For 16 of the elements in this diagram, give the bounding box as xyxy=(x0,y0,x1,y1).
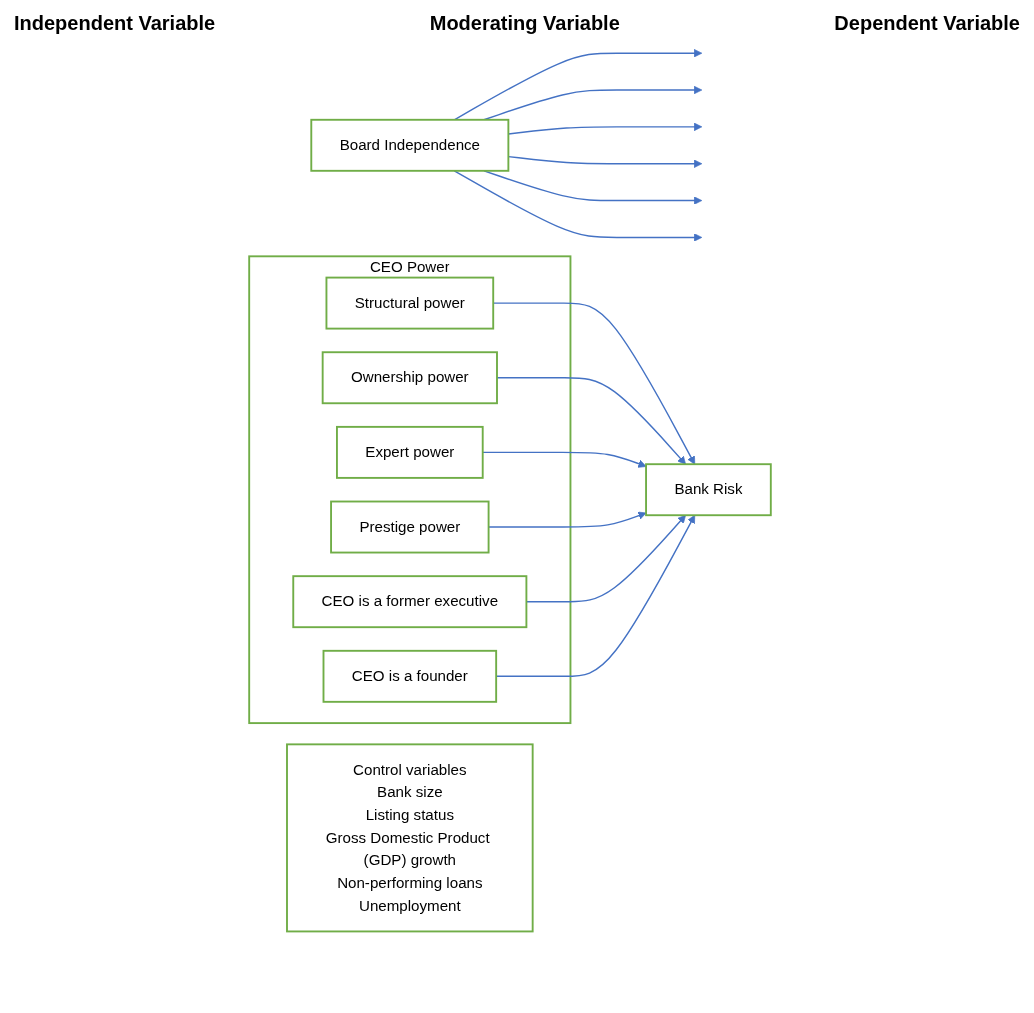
arrow xyxy=(482,451,647,468)
column-heading: Dependent Variable xyxy=(834,12,1020,35)
node-box: Structural power xyxy=(325,276,495,330)
arrow xyxy=(496,377,686,465)
column-heading: Moderating Variable xyxy=(429,12,620,35)
arrow xyxy=(453,170,703,242)
node-box: Bank Risk xyxy=(645,463,772,517)
node-box: CEO is a former executive xyxy=(292,575,528,629)
node-box: CEO is a founder xyxy=(322,649,498,703)
node-box: Expert power xyxy=(336,425,484,479)
node-box: Prestige power xyxy=(330,500,490,554)
node-box: Ownership power xyxy=(321,351,498,405)
node-box: Board Independence xyxy=(310,118,510,172)
arrow xyxy=(453,49,703,121)
column-heading: Independent Variable xyxy=(14,12,216,35)
node-box: Control variables Bank size Listing status Gross Domestic Product (GDP) growth Non-performing loans Unemployment xyxy=(286,743,534,933)
